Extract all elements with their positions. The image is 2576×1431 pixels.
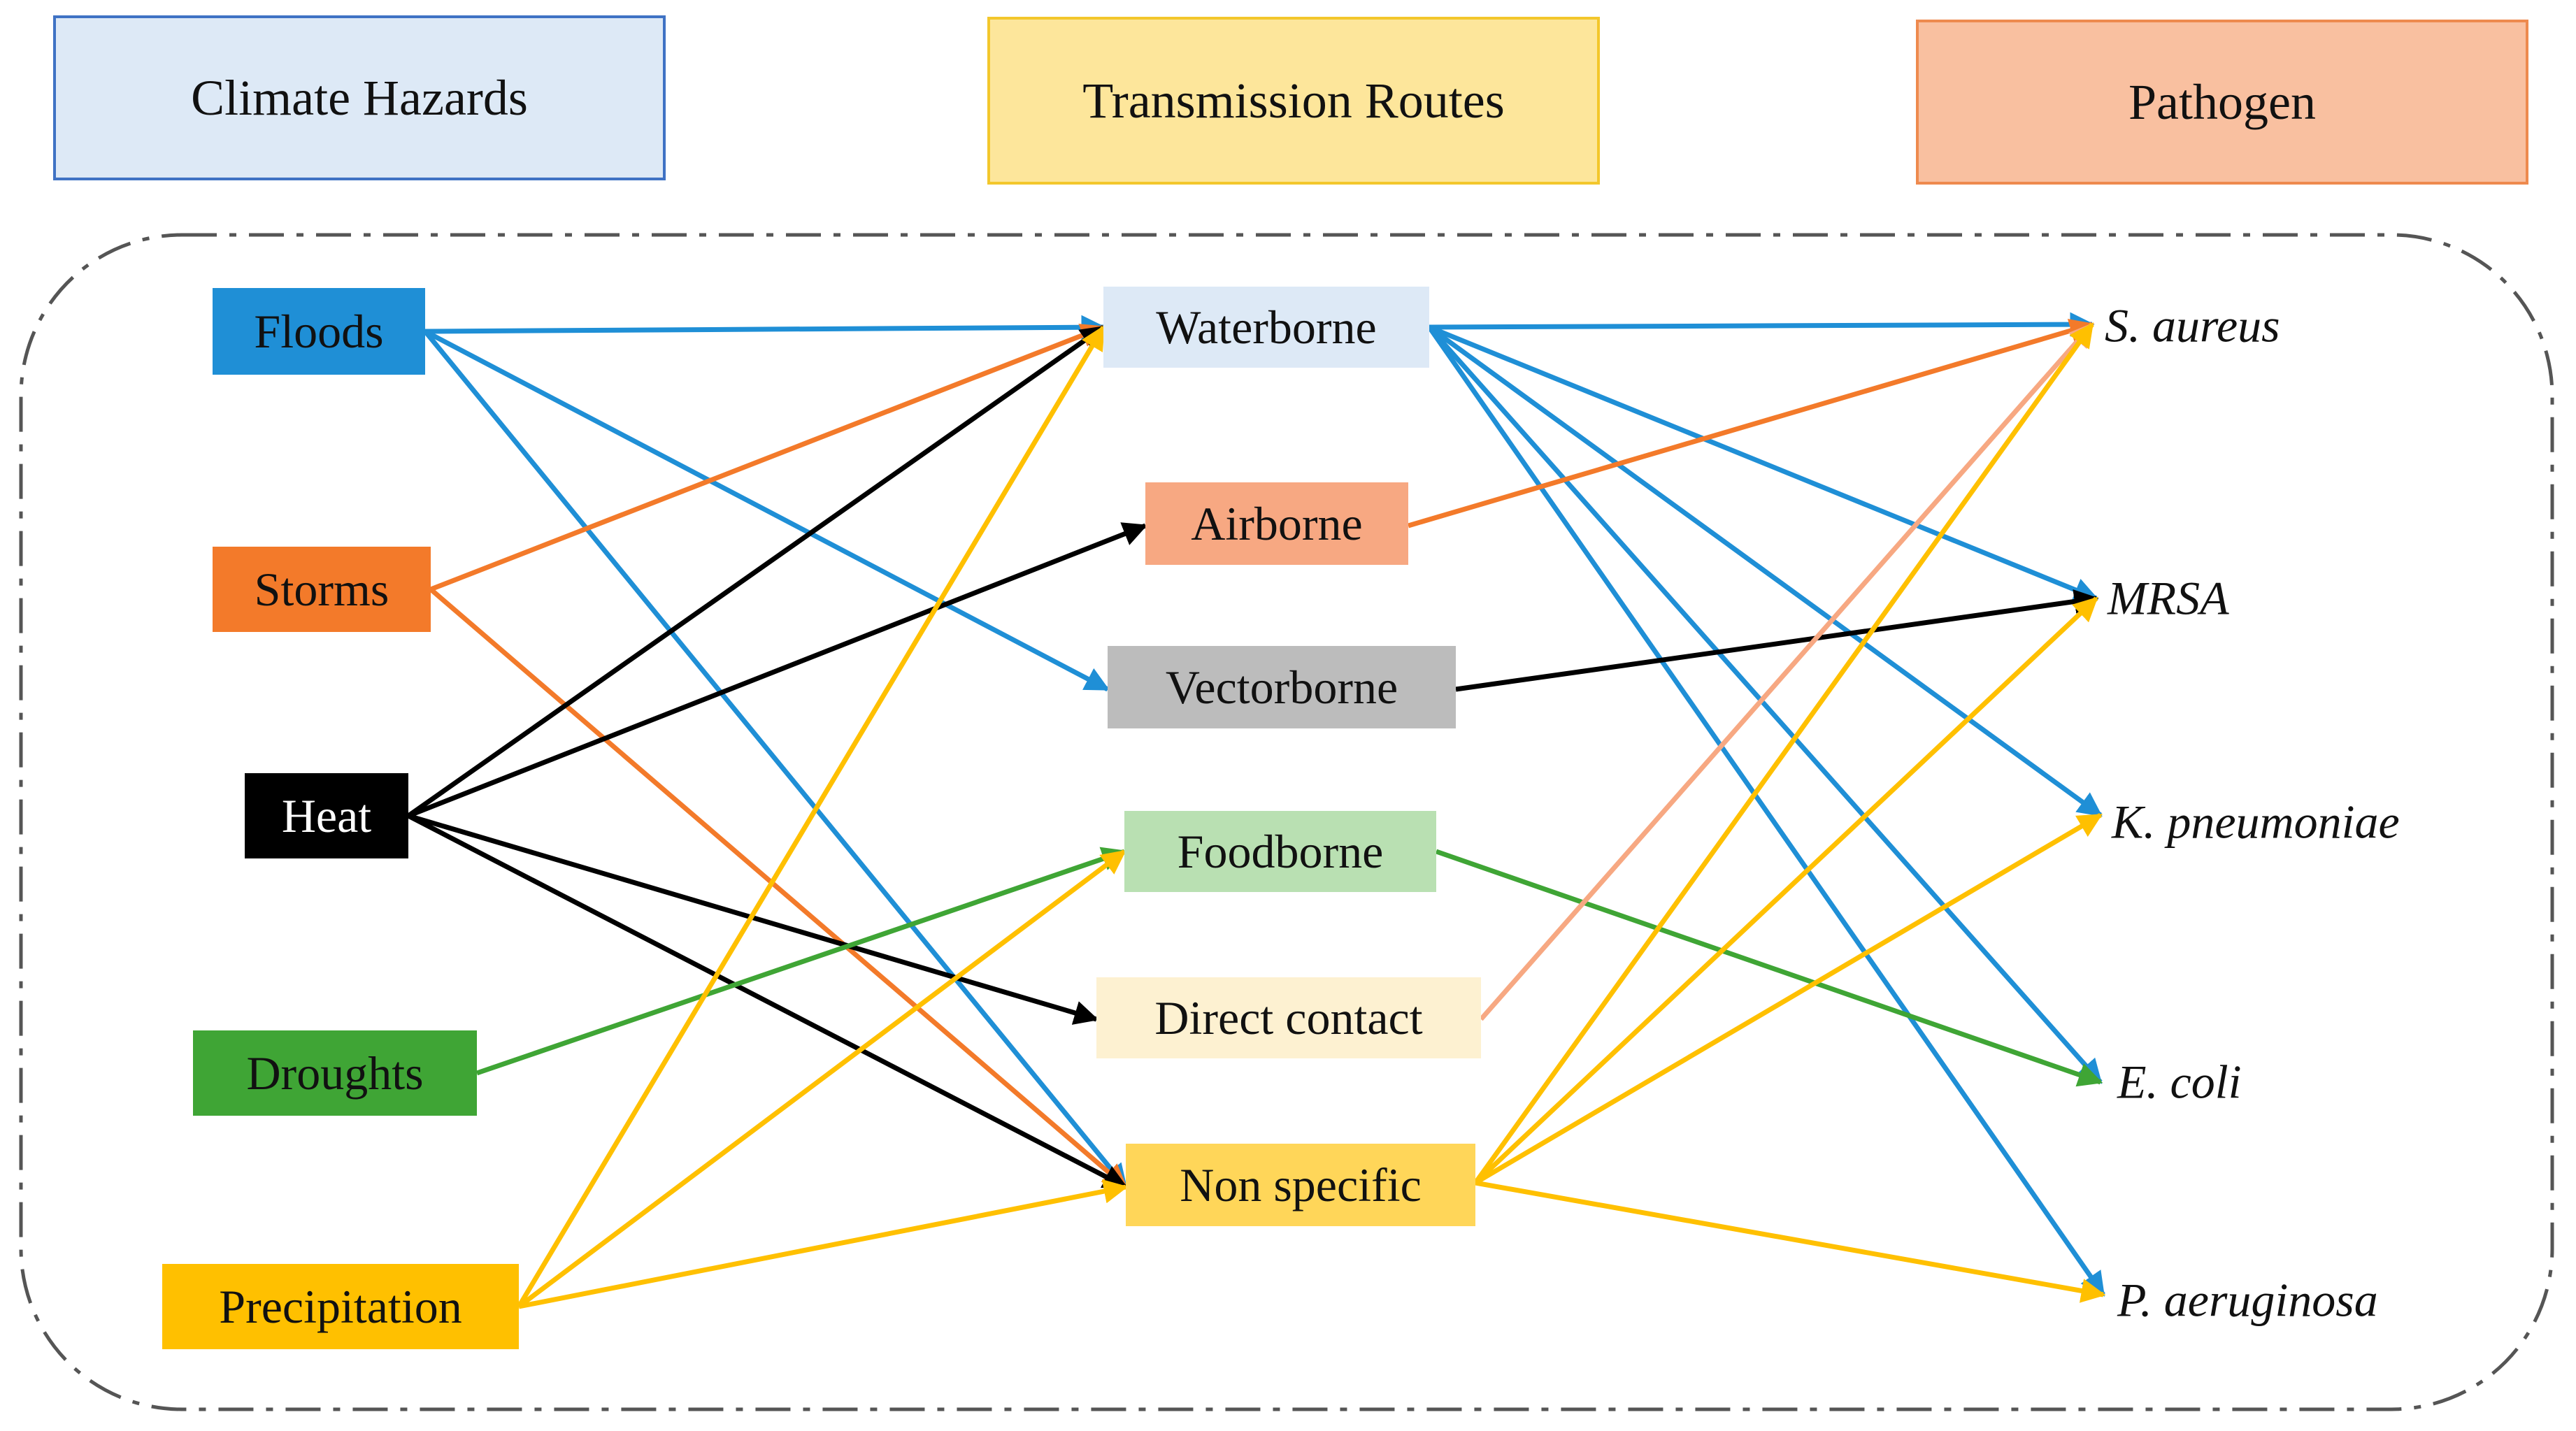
edge-precipitation-to-non_specific [518,1179,1129,1309]
route-vectorborne: Vectorborne [1108,646,1456,728]
route-waterborne: Waterborne [1103,287,1429,368]
edge-storms-to-waterborne [429,324,1106,592]
edge-droughts-to-foodborne [475,847,1127,1076]
edge-foodborne-to-e_coli [1435,849,2103,1087]
edge-floods-to-waterborne [424,315,1106,340]
header-transmission-routes: Transmission Routes [987,17,1600,185]
hazard-storms: Storms [213,547,431,632]
edge-layer [406,312,2106,1309]
route-airborne: Airborne [1145,482,1408,565]
edge-floods-to-vectorborne [424,329,1110,692]
pathogen-p-aeruginosa: P. aeruginosa [2117,1273,2378,1327]
edge-storms-to-non_specific [429,587,1128,1189]
edge-non_specific-to-k_pneumoniae [1474,812,2103,1186]
pathogen-mrsa: MRSA [2108,571,2229,625]
hazard-precipitation: Precipitation [162,1264,519,1349]
header-climate-hazards: Climate Hazards [53,15,666,180]
route-direct-contact: Direct contact [1096,977,1481,1058]
pathogen-e-coli: E. coli [2117,1055,2242,1109]
hazard-droughts: Droughts [193,1030,477,1116]
edge-heat-to-waterborne [406,325,1105,818]
hazard-heat: Heat [245,773,408,858]
edge-waterborne-to-s_aureus [1429,312,2095,337]
route-non-specific: Non specific [1126,1144,1475,1226]
edge-waterborne-to-e_coli [1427,325,2103,1084]
pathogen-s-aureus: S. aureus [2105,299,2280,352]
edge-waterborne-to-k_pneumoniae [1427,325,2103,817]
edge-precipitation-to-foodborne [517,849,1126,1309]
edge-airborne-to-s_aureus [1408,319,2095,528]
pathogen-k-pneumoniae: K. pneumoniae [2112,795,2400,849]
edge-waterborne-to-mrsa [1428,324,2099,602]
edge-vectorborne-to-mrsa [1455,589,2099,692]
diagram-boundary [19,233,2554,1411]
header-pathogen: Pathogen [1916,20,2528,185]
edge-non_specific-to-s_aureus [1473,322,2094,1185]
edge-floods-to-non_specific [423,329,1128,1189]
edge-heat-to-non_specific [407,813,1129,1190]
edge-heat-to-airborne [407,522,1148,819]
edge-precipitation-to-waterborne [516,324,1106,1308]
edge-non_specific-to-p_aeruginosa [1475,1180,2106,1303]
edge-non_specific-to-mrsa [1473,596,2098,1185]
route-foodborne: Foodborne [1124,811,1436,892]
edge-direct_contact-to-s_aureus [1479,322,2094,1021]
hazard-floods: Floods [213,288,425,375]
